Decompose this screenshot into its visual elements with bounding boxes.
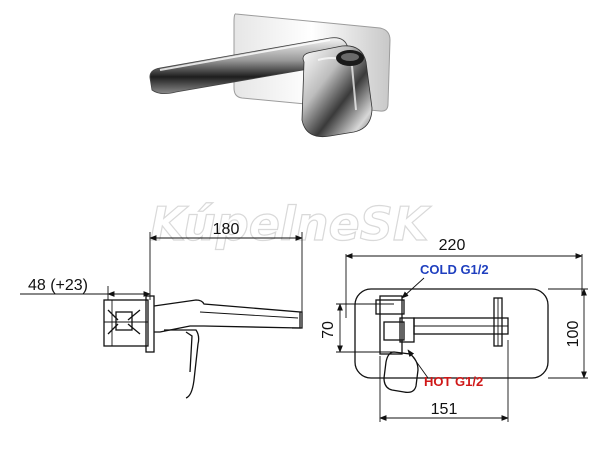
hot-inlet-label: HOT G1/2 (424, 374, 483, 389)
dim-spout-length: 180 (213, 221, 240, 238)
cold-inlet-label: COLD G1/2 (420, 262, 489, 277)
dim-valve-width: 151 (431, 401, 458, 418)
front-view: 220 100 70 151 COLD G1/2 (320, 237, 588, 422)
mixer-photo (149, 13, 391, 138)
side-view: 180 48 (+23) (20, 221, 303, 399)
dim-plate-height: 100 (565, 321, 582, 348)
watermark-text: KúpelneSK (150, 197, 432, 251)
dim-wall-depth: 48 (+23) (28, 277, 88, 294)
dim-inlet-spacing: 70 (320, 321, 337, 339)
dim-plate-width: 220 (439, 237, 466, 254)
